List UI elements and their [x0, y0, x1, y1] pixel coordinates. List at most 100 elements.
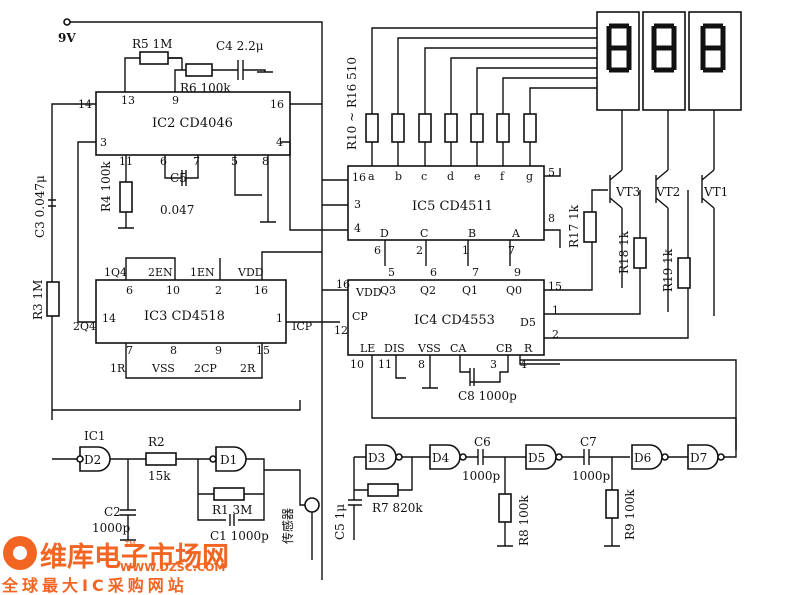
r2-name: R2: [148, 435, 165, 449]
ic5-pin-7: 7: [508, 244, 515, 257]
ic5-f: f: [500, 170, 505, 183]
ic4-q2: Q2: [420, 284, 436, 297]
ic4-label: IC4 CD4553: [414, 313, 495, 328]
ic3-2cp: 2CP: [194, 362, 217, 375]
ic3-vdd: VDD: [237, 266, 264, 279]
ic4-pin-9: 9: [514, 266, 521, 279]
ic2-label: IC2 CD4046: [152, 116, 233, 131]
r4-label: R4 100k: [99, 161, 113, 212]
watermark-tm: TM: [124, 540, 135, 548]
r10-r16-label: R10 ~ R16 510: [345, 57, 359, 150]
watermark: 维库电子市场网 TM WWW.DZSC.COM 全球最大IC采购网站: [1, 536, 229, 595]
ic5-pin-16: 16: [352, 171, 366, 184]
ic2-pin-6: 6: [160, 155, 167, 168]
ic3-pin-7: 7: [126, 344, 133, 357]
ic1-label: IC1: [84, 429, 106, 443]
ic3-pin-2: 2: [215, 284, 222, 297]
ic4-r: R: [524, 342, 533, 355]
ic3-2q4: 2Q4: [73, 320, 96, 333]
c7-name: C7: [580, 435, 597, 449]
ic5-pin-5: 5: [548, 166, 555, 179]
r8-label: R8 100k: [517, 495, 531, 546]
gate-d6: D6: [631, 444, 669, 470]
ic3-1q4: 1Q4: [104, 266, 127, 279]
c4-label: C4 2.2μ: [216, 39, 264, 53]
ic4-pin-11: 11: [378, 358, 392, 371]
ic5-D: D: [380, 227, 389, 240]
ic4-pin-1: 1: [552, 304, 559, 317]
r2-value: 15k: [148, 469, 171, 483]
ic4-le: LE: [360, 342, 375, 355]
ic4-ca: CA: [450, 342, 467, 355]
ic3-pin-15: 15: [256, 344, 270, 357]
ic4-pin-8: 8: [418, 358, 425, 371]
r18-label: R18 1k: [617, 230, 631, 274]
ic5-pin-8: 8: [548, 212, 555, 225]
c2-value: 1000p: [92, 521, 131, 535]
c2-name: C2: [104, 505, 121, 519]
ic2-chip: IC2 CD4046 13 9 16 14 3 4 11 6 7 5 8: [78, 91, 291, 168]
c1-label: C1 1000p: [210, 529, 269, 543]
gate-d1: D1: [209, 446, 247, 472]
ic4-vdd: VDD: [355, 286, 382, 299]
ic4-pin-5: 5: [388, 266, 395, 279]
ic4-pin-3: 3: [490, 358, 497, 371]
ic4-vss: VSS: [417, 342, 441, 355]
ic3-2en: 2EN: [148, 266, 173, 279]
ic4-chip: IC4 CD4553 VDD Q3 Q2 Q1 Q0 5 6 7 9 16 15…: [334, 266, 562, 371]
c3-label: C3 0.047μ: [33, 175, 47, 238]
gate-d4-label: D4: [432, 451, 450, 465]
ic2-pin-13: 13: [121, 94, 135, 107]
ic5-A: A: [511, 227, 521, 240]
ic4-q0: Q0: [506, 284, 522, 297]
r4-c5: R4 100k C5 0.047: [99, 155, 276, 229]
c6-name: C6: [474, 435, 491, 449]
gate-d6-label: D6: [634, 451, 651, 465]
ic3-vss: VSS: [151, 362, 175, 375]
ic5-b: b: [395, 170, 402, 183]
c5b-label: C5 1μ: [333, 504, 347, 540]
c5-name: C5: [170, 171, 187, 185]
ic5-B: B: [468, 227, 476, 240]
ic5-e: e: [474, 170, 481, 183]
gate-d7: D7: [687, 444, 725, 470]
ic4-pin-16: 16: [336, 278, 350, 291]
c5-value: 0.047: [160, 203, 194, 217]
ic4-pin-7: 7: [472, 266, 479, 279]
ic4-q1: Q1: [462, 284, 478, 297]
gate-d2: D2 IC1: [76, 429, 111, 472]
ic3-1r: 1R: [110, 362, 126, 375]
ic4-pin-6: 6: [430, 266, 437, 279]
ic3-label: IC3 CD4518: [144, 309, 225, 324]
gate-d5-label: D5: [528, 451, 545, 465]
ic3-icp: ICP: [292, 320, 313, 333]
ic5-c: c: [421, 170, 427, 183]
r6-label: R6 100k: [180, 81, 231, 95]
ic2-pin-9: 9: [172, 94, 179, 107]
ic2-pin-4: 4: [276, 136, 283, 149]
r1-label: R1 3M: [212, 503, 252, 517]
ic5-pin-1: 1: [462, 244, 469, 257]
ic4-pin-15: 15: [548, 280, 562, 293]
ic3-pin-10: 10: [166, 284, 180, 297]
r17-label: R17 1k: [567, 204, 581, 248]
ic3-2r: 2R: [240, 362, 256, 375]
ic4-cb: CB: [496, 342, 513, 355]
seven-segment-displays: [596, 11, 742, 111]
c7-value: 1000p: [572, 469, 611, 483]
gate-d1-label: D1: [220, 453, 237, 467]
r7-label: R7 820k: [372, 501, 423, 515]
vt2-label: VT2: [655, 185, 680, 199]
ic5-pin-2: 2: [416, 244, 423, 257]
ic5-d: d: [447, 170, 454, 183]
ic5-label: IC5 CD4511: [412, 199, 493, 214]
ic4-dis: DIS: [384, 342, 405, 355]
vt1-label: VT1: [703, 185, 728, 199]
ic4-pin-10: 10: [350, 358, 364, 371]
ic4-cp: CP: [352, 310, 368, 323]
ic5-C: C: [420, 227, 428, 240]
watermark-tagline: 全球最大IC采购网站: [1, 576, 188, 595]
ic3-pin-8: 8: [170, 344, 177, 357]
gate-d5: D5: [525, 444, 563, 470]
ic5-pin-4: 4: [354, 222, 361, 235]
